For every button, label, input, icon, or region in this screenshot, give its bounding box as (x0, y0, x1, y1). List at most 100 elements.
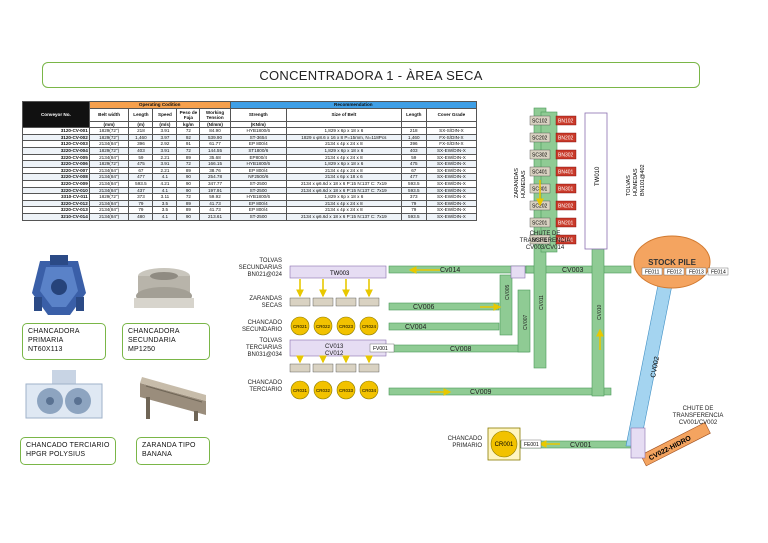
rec-col-1: Size of Belt (285, 107, 402, 122)
op-col-3: Peso de Faja (176, 107, 201, 122)
wet-screen (529, 166, 551, 177)
tolvas-sec-3: BN021@024 (248, 272, 283, 278)
tolvas-sec-2: SECUNDARIAS (239, 265, 282, 271)
tolvas-sec-1: TOLVAS (259, 258, 282, 264)
crusher (336, 380, 356, 400)
secondary-crusher-card: CHANCADORA SECUNDARIA MP1250 (122, 323, 210, 360)
secondary-crusher-image (134, 268, 194, 308)
wet-bin (555, 132, 577, 143)
label-cv005: CV005 (505, 284, 511, 300)
chute-tr1-2: TRANSFERENCIA (520, 238, 571, 244)
chancado-sec-1: CHANCADO (248, 320, 283, 326)
table-cell: SX-EW/DIN-X (425, 212, 478, 221)
tw003-bins (289, 265, 387, 279)
banana-screen-line1: ZARANDA TIPO (142, 442, 196, 449)
wet-bin (555, 200, 577, 211)
table-cell: ST-2500 (229, 212, 287, 221)
label-cv009: CV009 (470, 389, 492, 396)
pile-feeders: FE011 FE012 FE013 FE014 (641, 267, 729, 276)
wet-screen (529, 132, 551, 143)
wet-bin-label: BN201 (558, 221, 574, 227)
wet-screen-label: SC202 (532, 204, 548, 210)
label-cv011: CV011 (539, 295, 545, 310)
primary-crusher-line1: CHANCADORA (28, 328, 80, 335)
cv002-label: CV002 (650, 356, 661, 378)
zarandas-humedas-2: HÚMEDAS (520, 170, 527, 198)
tolvas-ter-1: TOLVAS (259, 338, 282, 344)
stock-pile-label: STOCK PILE (648, 258, 697, 267)
chancado-ter-2: TERCIARIO (249, 387, 282, 393)
tw010-label: TW010 (595, 166, 601, 186)
crusher (336, 316, 356, 336)
feeder-pile-4: FE014 (711, 270, 726, 276)
page-title: CONCENTRADORA 1 - ÀREA SECA (42, 62, 700, 88)
wet-bin-label: BN401 (558, 170, 574, 176)
tolvas-humedas-2: HÚMEDAS (632, 168, 639, 196)
feeder-pile-1: FE011 (645, 270, 660, 276)
secondary-crusher-line1: CHANCADORA (128, 328, 180, 335)
banana-screen-card: ZARANDA TIPO BANANA (136, 437, 210, 465)
crusher (290, 380, 310, 400)
wet-screen-label: SC302 (532, 153, 548, 159)
wet-screen (529, 149, 551, 160)
label-cv008: CV008 (450, 346, 472, 353)
wet-screen-label: SC101 (532, 238, 548, 244)
fv001-box (369, 343, 395, 353)
fv001-label: FV001 (373, 346, 388, 352)
crusher (290, 316, 310, 336)
tolvas-ter-3: BN031@034 (248, 352, 283, 358)
tolvas-humedas-3: BN101@402 (640, 164, 646, 196)
primary-crusher-card: CHANCADORA PRIMARIA NT60X113 (22, 323, 106, 360)
rec-col-0: Strength (229, 107, 287, 122)
belt-cv022 (640, 422, 711, 467)
belt-cv007 (517, 289, 531, 353)
hpgr-image (25, 370, 103, 419)
wet-screen (529, 234, 551, 245)
tertiary-card: CHANCADO TERCIARIO HPGR POLYSIUS (20, 437, 116, 465)
wet-bin-label: BN301 (558, 187, 574, 193)
chancado-sec-2: SECUNDARIO (242, 327, 282, 333)
wet-screen (529, 217, 551, 228)
wet-bin-label: BN202 (558, 136, 574, 142)
wet-bin (555, 217, 577, 228)
crusher (359, 380, 379, 400)
op-col-1: Length (128, 107, 154, 122)
tw003-label: TW003 (330, 271, 350, 277)
chancado-prim-2: PRIMARIO (452, 443, 482, 449)
zarandas-humedas-1: ZARANDAS (514, 168, 520, 198)
primary-crusher-line3: NT60X113 (28, 346, 63, 353)
wet-bin (555, 166, 577, 177)
chute-cv001-cv002 (630, 427, 646, 459)
wet-bin-label: BN202 (558, 204, 574, 210)
crusher (359, 316, 379, 336)
label-cv001: CV001 (570, 442, 592, 449)
crusher-label: CR033 (339, 388, 354, 393)
wet-bin (555, 234, 577, 245)
primary-crusher-line2: PRIMARIA (28, 337, 64, 344)
zarandas-secas-1: ZARANDAS (249, 296, 282, 302)
zarandas-secas-2: SECAS (262, 303, 282, 309)
op-col-4: Working Tension (199, 107, 231, 122)
secondary-crusher-line3: MP1250 (128, 346, 156, 353)
crusher-label: CR023 (339, 324, 354, 329)
tw010-tower (584, 112, 608, 250)
chancado-prim-1: CHANCADO (448, 436, 483, 442)
table-cell: 4.1 (152, 212, 178, 221)
op-col-2: Speed (152, 107, 178, 122)
wet-screen-label: SC102 (532, 119, 548, 125)
wet-bin-label: BN302 (558, 153, 574, 159)
chute-tr2-1: CHUTE DE (683, 406, 714, 412)
conveyor-spec-table: Conveyor No. Operating Codition Recommen… (22, 100, 478, 221)
rec-col-3: Cover Grade (425, 107, 478, 122)
belt-cv002 (625, 279, 674, 447)
wet-bin-label: BN101 (558, 238, 574, 244)
belt-cv004 (388, 265, 632, 274)
secondary-crusher-line2: SECUNDARIA (128, 337, 176, 344)
